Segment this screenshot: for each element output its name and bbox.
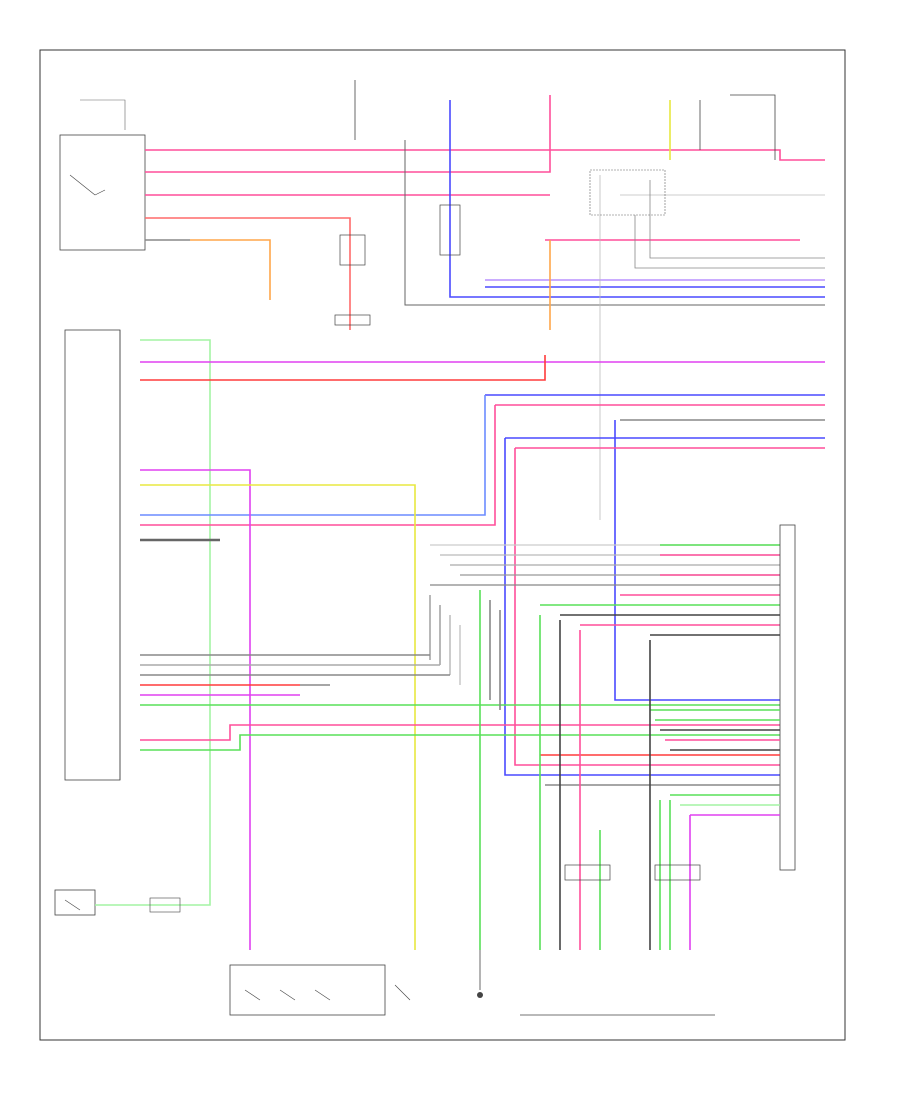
ecm-left-block <box>64 329 121 781</box>
bottom-left-switch <box>54 889 211 916</box>
gray-bus-bundle <box>429 544 780 685</box>
ecm-lower-wires <box>140 590 780 950</box>
right-lower-harness <box>539 615 780 950</box>
bottom-connectors <box>520 864 715 1016</box>
ecm-wires <box>140 339 825 950</box>
top-left-relay-box <box>59 99 146 251</box>
ecm-right-block <box>779 524 796 871</box>
top-wires <box>145 80 825 520</box>
bottom-mid-switch <box>229 964 411 1016</box>
diagram-frame <box>39 49 846 1041</box>
relay-icon <box>334 169 666 326</box>
ground-icon <box>477 950 483 998</box>
